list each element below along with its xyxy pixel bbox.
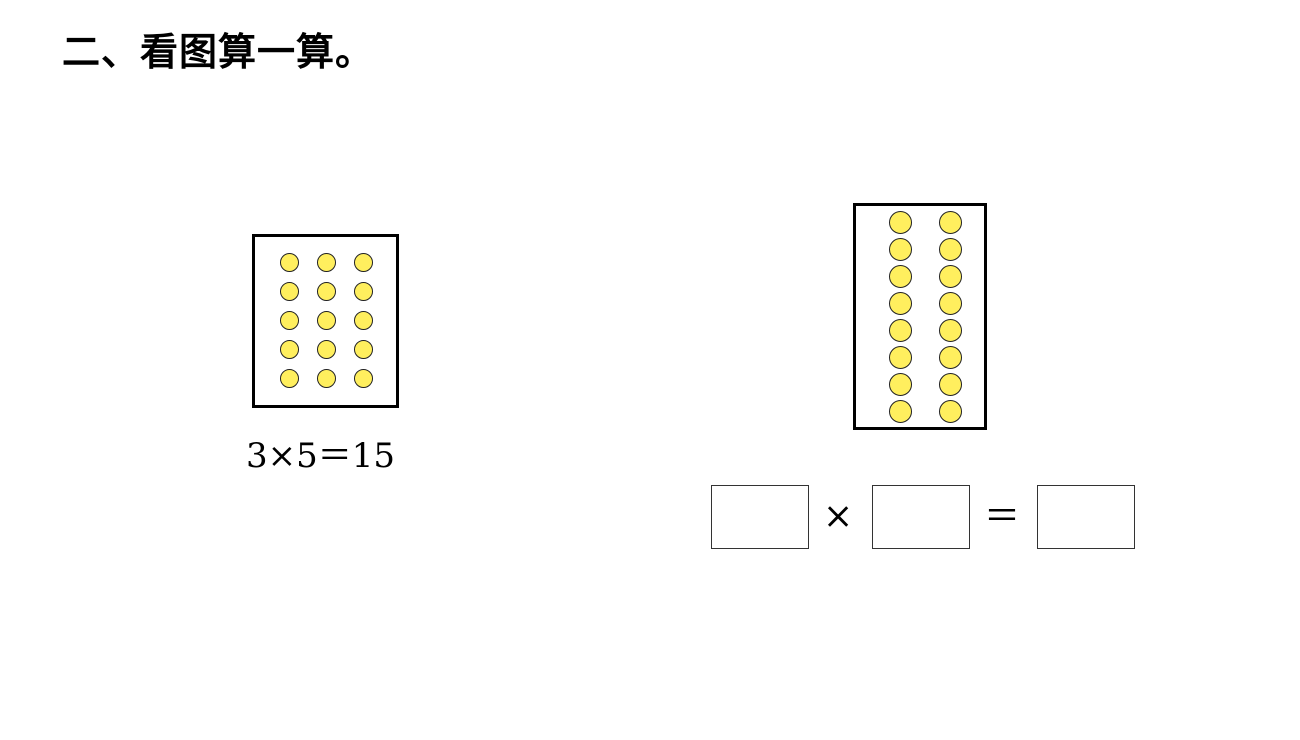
answer-box-second-factor[interactable] (872, 485, 970, 549)
counter-dot (317, 369, 336, 388)
counter-dot (317, 340, 336, 359)
equals-sign: ＝ (984, 496, 1021, 537)
counter-dot (939, 400, 962, 423)
counter-dot (939, 265, 962, 288)
section-title: 二、看图算一算。 (62, 29, 375, 74)
counter-dot (939, 238, 962, 261)
counter-dot (280, 311, 299, 330)
counter-dot (280, 282, 299, 301)
counter-dot (889, 238, 912, 261)
counter-dot (317, 253, 336, 272)
counter-dot (939, 211, 962, 234)
counter-dot (354, 311, 373, 330)
counter-dot (317, 311, 336, 330)
answer-box-first-factor[interactable] (711, 485, 809, 549)
counter-dot (889, 346, 912, 369)
counter-dot (354, 282, 373, 301)
counter-dot (889, 211, 912, 234)
exercise-dot-frame (853, 203, 987, 430)
times-sign: × (823, 496, 854, 537)
counter-dot (889, 292, 912, 315)
counter-dot (354, 253, 373, 272)
counter-dot (889, 400, 912, 423)
counter-dot (889, 265, 912, 288)
counter-dot (939, 292, 962, 315)
counter-dot (939, 373, 962, 396)
answer-box-product[interactable] (1037, 485, 1135, 549)
counter-dot (317, 282, 336, 301)
counter-dot (889, 319, 912, 342)
counter-dot (354, 369, 373, 388)
counter-dot (280, 340, 299, 359)
counter-dot (939, 346, 962, 369)
example-equation: 3×5＝15 (246, 436, 396, 476)
counter-dot (280, 369, 299, 388)
counter-dot (354, 340, 373, 359)
counter-dot (939, 319, 962, 342)
counter-dot (889, 373, 912, 396)
example-dot-frame (252, 234, 399, 408)
counter-dot (280, 253, 299, 272)
